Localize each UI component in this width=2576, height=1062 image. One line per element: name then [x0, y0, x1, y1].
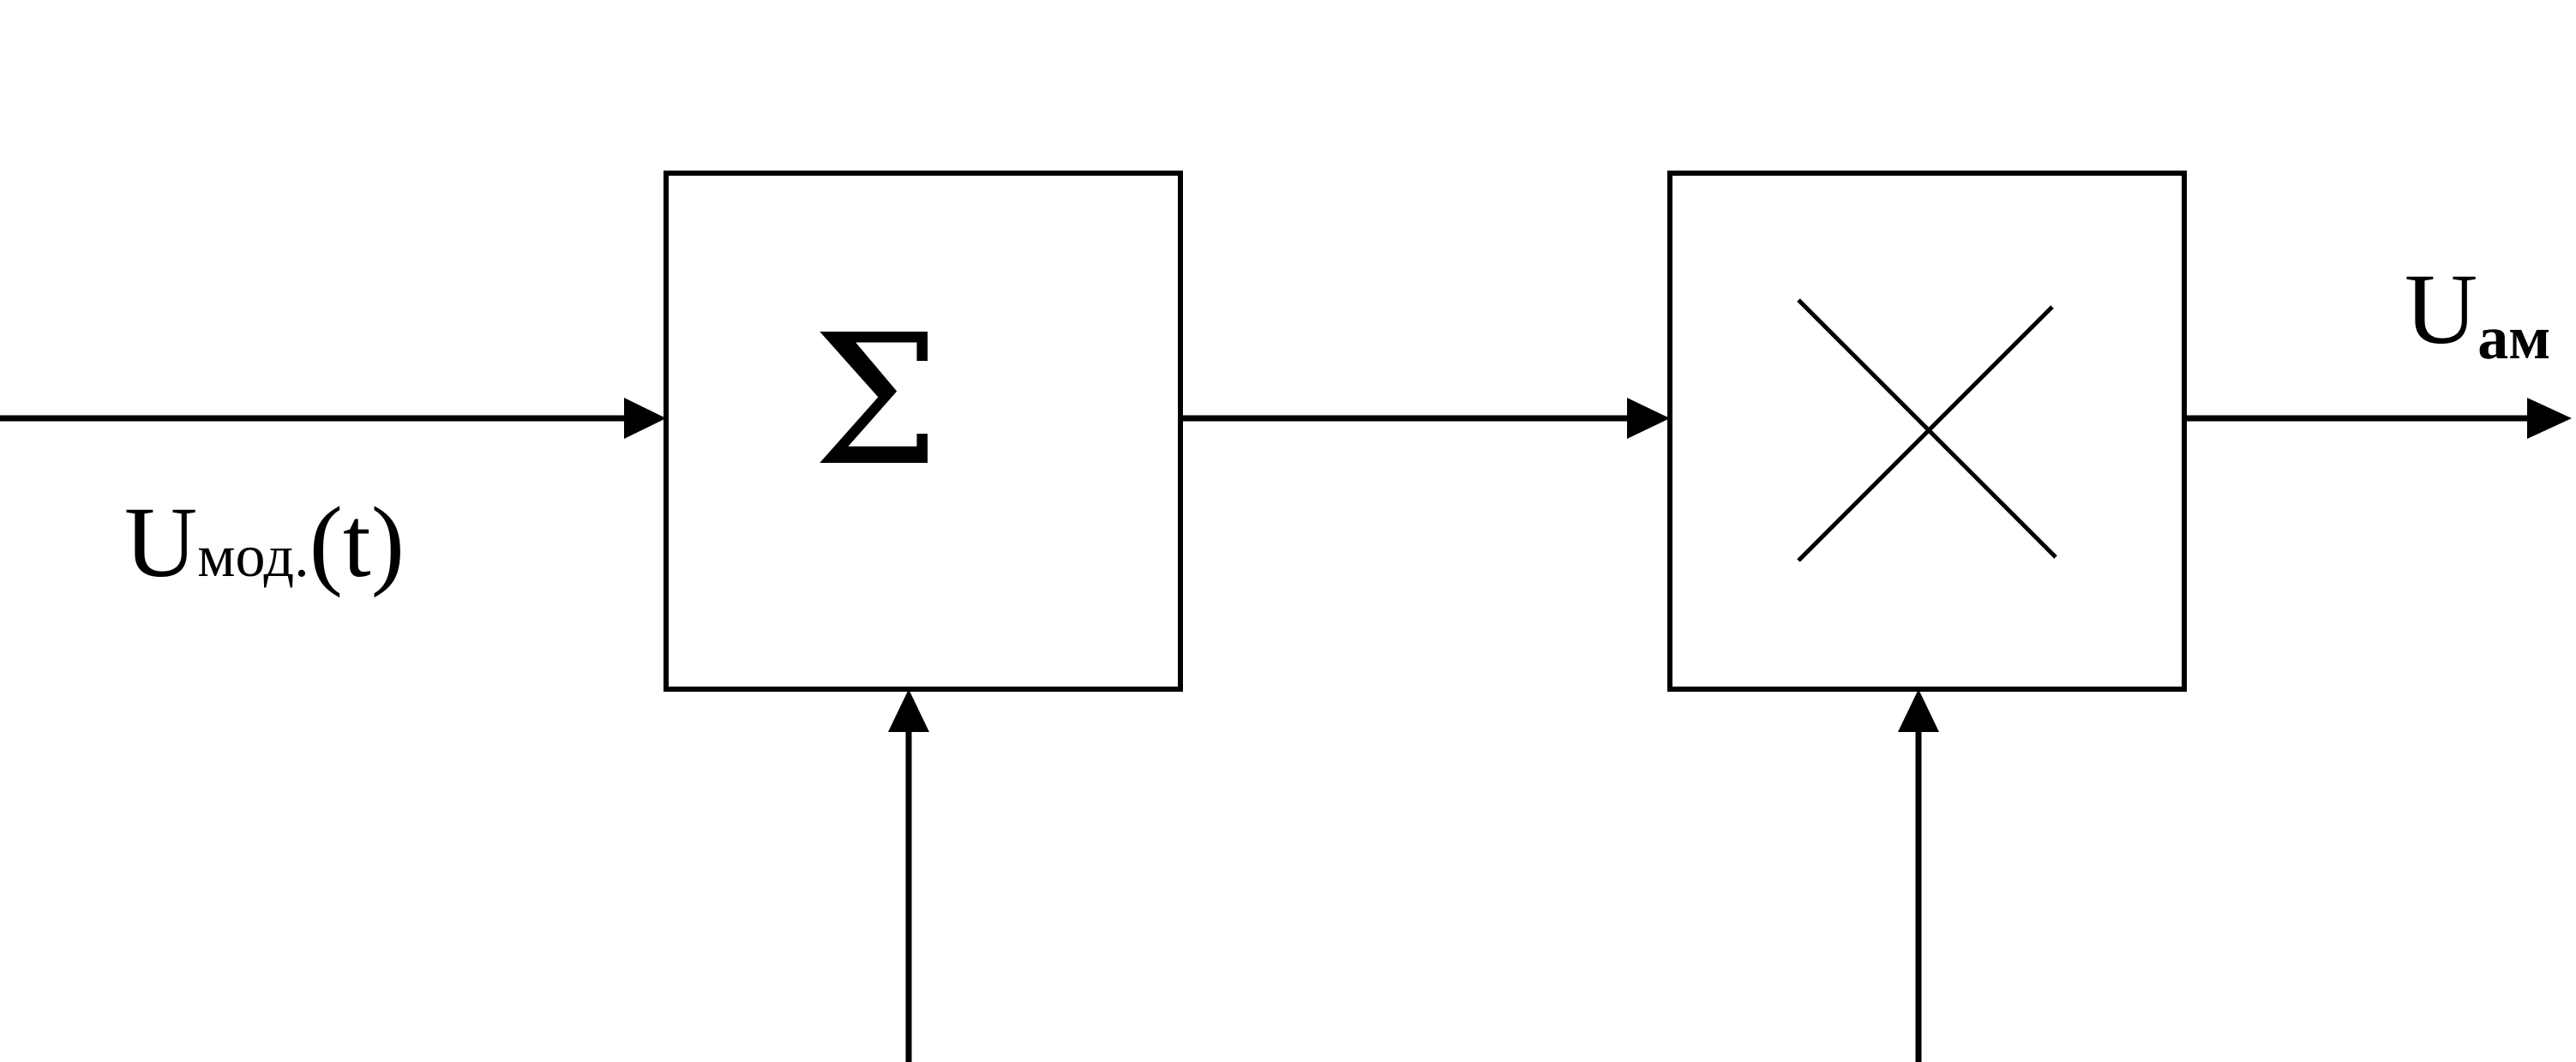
output-signal-subscript: ам [2477, 303, 2550, 372]
input-signal-symbol: U [124, 486, 197, 598]
input-signal-argument: (t) [309, 486, 405, 598]
multiply-cross-icon [1797, 298, 2057, 562]
output-signal-label: Uам [2405, 253, 2550, 372]
output-signal-symbol: U [2405, 253, 2477, 365]
input-signal-label: Uмод.(t) [124, 486, 405, 598]
adder-bottom-arrow-icon [888, 689, 929, 732]
adder-block [664, 171, 1183, 692]
middle-arrow-icon [1627, 398, 1670, 439]
input-signal-subscript: мод. [197, 524, 309, 590]
sigma-symbol: Σ [813, 296, 940, 506]
multiplier-bottom-arrow-icon [1898, 689, 1939, 732]
output-arrow-icon [2527, 398, 2572, 439]
input-arrow-icon [624, 398, 666, 439]
